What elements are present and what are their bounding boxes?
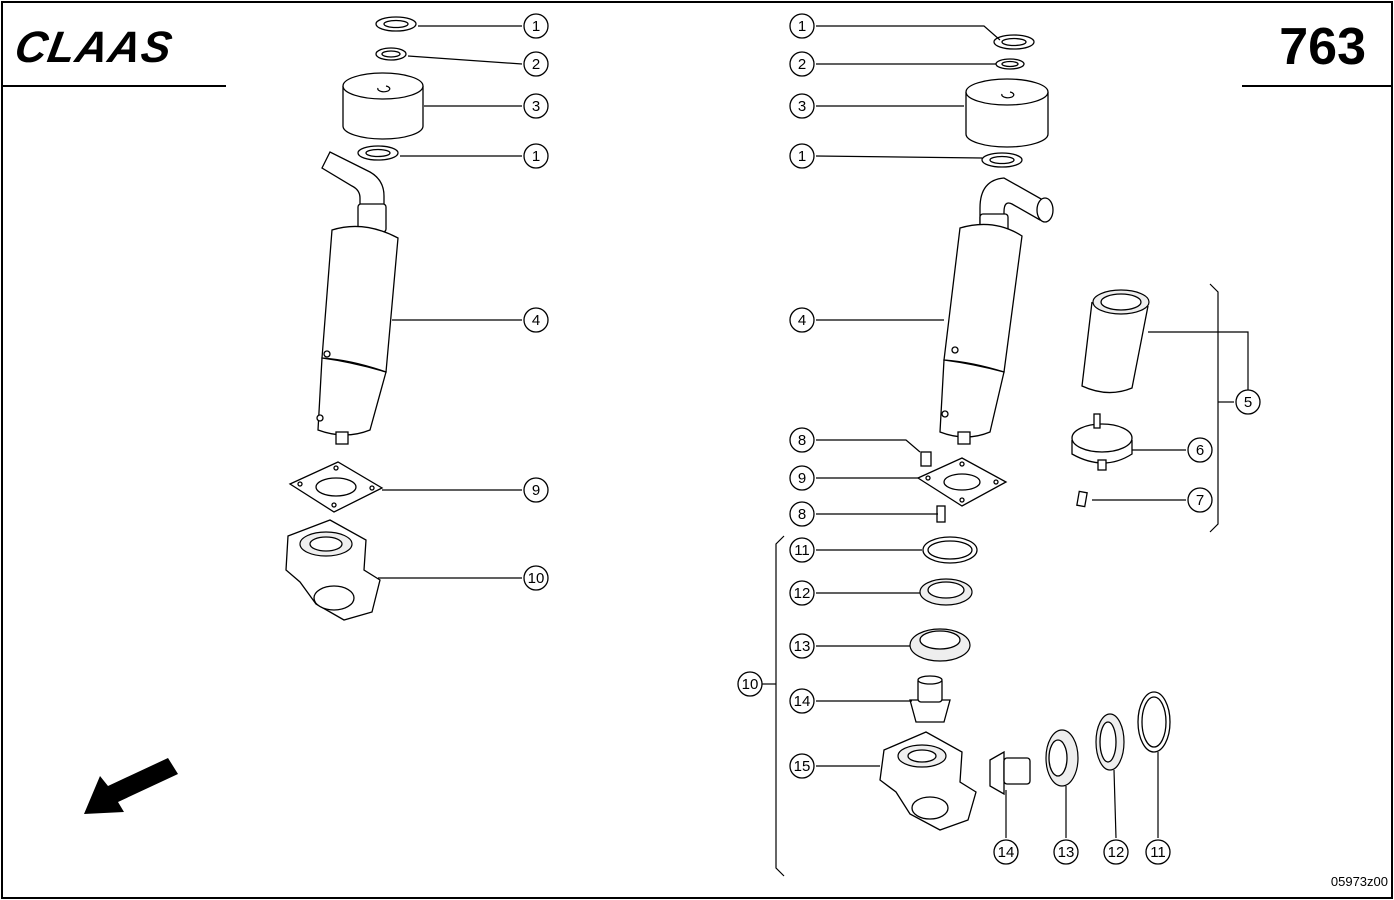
- retaining-ring-part: [922, 536, 978, 564]
- callout-7: 7: [1187, 487, 1213, 513]
- arrow-down-left-icon: [84, 758, 178, 814]
- svg-text:9: 9: [532, 482, 540, 499]
- svg-text:9: 9: [798, 470, 806, 487]
- svg-text:3: 3: [532, 98, 540, 115]
- callout-1: 1: [789, 143, 815, 169]
- callout-1: 1: [523, 143, 549, 169]
- svg-text:8: 8: [798, 432, 806, 449]
- right-callouts: 1 2 3 1 4 8 9 8 11 12 13 14 15 10 5 6 7 …: [737, 13, 1261, 877]
- svg-text:11: 11: [794, 542, 810, 559]
- callout-5: 5: [1235, 389, 1261, 415]
- callout-11: 11: [789, 537, 815, 563]
- callout-10: 10: [523, 565, 549, 591]
- sensor-unit-part: [1071, 413, 1133, 471]
- callout-12: 12: [1103, 839, 1129, 865]
- seal-ring-part: [919, 578, 973, 606]
- svg-text:8: 8: [798, 506, 806, 523]
- svg-text:1: 1: [532, 18, 540, 35]
- svg-text:10: 10: [528, 570, 545, 587]
- figure-code: 05973z00: [1331, 874, 1388, 889]
- screw-part: [936, 505, 946, 523]
- shaft-assembly-part: [939, 177, 1054, 445]
- callout-9: 9: [523, 477, 549, 503]
- svg-text:1: 1: [532, 148, 540, 165]
- callout-14: 14: [789, 688, 815, 714]
- callout-2: 2: [523, 51, 549, 77]
- svg-text:4: 4: [798, 312, 806, 329]
- right-assembly: [879, 34, 1171, 831]
- svg-text:13: 13: [794, 638, 811, 655]
- gear-housing-part: [879, 731, 977, 831]
- retaining-ring-part: [1137, 691, 1171, 753]
- svg-text:1: 1: [798, 18, 806, 35]
- callout-4: 4: [523, 307, 549, 333]
- svg-text:12: 12: [1108, 844, 1125, 861]
- svg-text:2: 2: [532, 56, 540, 73]
- seal-ring-part: [1095, 713, 1125, 771]
- flange-plate-part: [288, 461, 384, 513]
- damper-block-part: [342, 72, 424, 140]
- svg-text:11: 11: [1150, 844, 1166, 861]
- callout-8: 8: [789, 427, 815, 453]
- svg-text:10: 10: [742, 676, 759, 693]
- callout-10: 10: [737, 671, 763, 697]
- bearing-part: [909, 628, 971, 662]
- bearing-part: [1045, 729, 1079, 787]
- svg-text:5: 5: [1244, 394, 1252, 411]
- svg-text:2: 2: [798, 56, 806, 73]
- svg-text:12: 12: [794, 585, 811, 602]
- flange-plate-part: [916, 457, 1008, 507]
- bevel-gear-part: [989, 750, 1031, 796]
- left-assembly: [285, 16, 424, 621]
- svg-text:15: 15: [794, 758, 811, 775]
- left-callouts: 1 2 3 1 4 9 10: [378, 13, 549, 591]
- svg-text:14: 14: [998, 844, 1015, 861]
- callout-13: 13: [789, 633, 815, 659]
- svg-text:14: 14: [794, 693, 811, 710]
- sleeve-part: [1081, 289, 1150, 394]
- gear-housing-part: [285, 519, 381, 621]
- callout-12: 12: [789, 580, 815, 606]
- damper-block-part: [965, 78, 1049, 148]
- bevel-gear-part: [909, 675, 951, 723]
- callout-2: 2: [789, 51, 815, 77]
- callout-1: 1: [789, 13, 815, 39]
- callout-8: 8: [789, 501, 815, 527]
- svg-text:7: 7: [1196, 492, 1204, 509]
- callout-9: 9: [789, 465, 815, 491]
- callout-13: 13: [1053, 839, 1079, 865]
- screw-part: [920, 451, 932, 467]
- callout-3: 3: [789, 93, 815, 119]
- svg-text:4: 4: [532, 312, 540, 329]
- callout-3: 3: [523, 93, 549, 119]
- svg-text:3: 3: [798, 98, 806, 115]
- svg-text:CLAAS: CLAAS: [11, 23, 176, 72]
- callout-6: 6: [1187, 437, 1213, 463]
- svg-text:1: 1: [798, 148, 806, 165]
- callout-11: 11: [1145, 839, 1171, 865]
- callout-4: 4: [789, 307, 815, 333]
- pin-part: [1076, 490, 1088, 508]
- brand-logo: CLAAS: [2, 23, 226, 87]
- svg-text:13: 13: [1058, 844, 1075, 861]
- shaft-assembly-part: [316, 151, 399, 445]
- callout-1: 1: [523, 13, 549, 39]
- callout-14: 14: [993, 839, 1019, 865]
- callout-15: 15: [789, 753, 815, 779]
- svg-text:6: 6: [1196, 442, 1204, 459]
- page-number: 763: [1242, 18, 1392, 87]
- svg-text:763: 763: [1279, 18, 1366, 76]
